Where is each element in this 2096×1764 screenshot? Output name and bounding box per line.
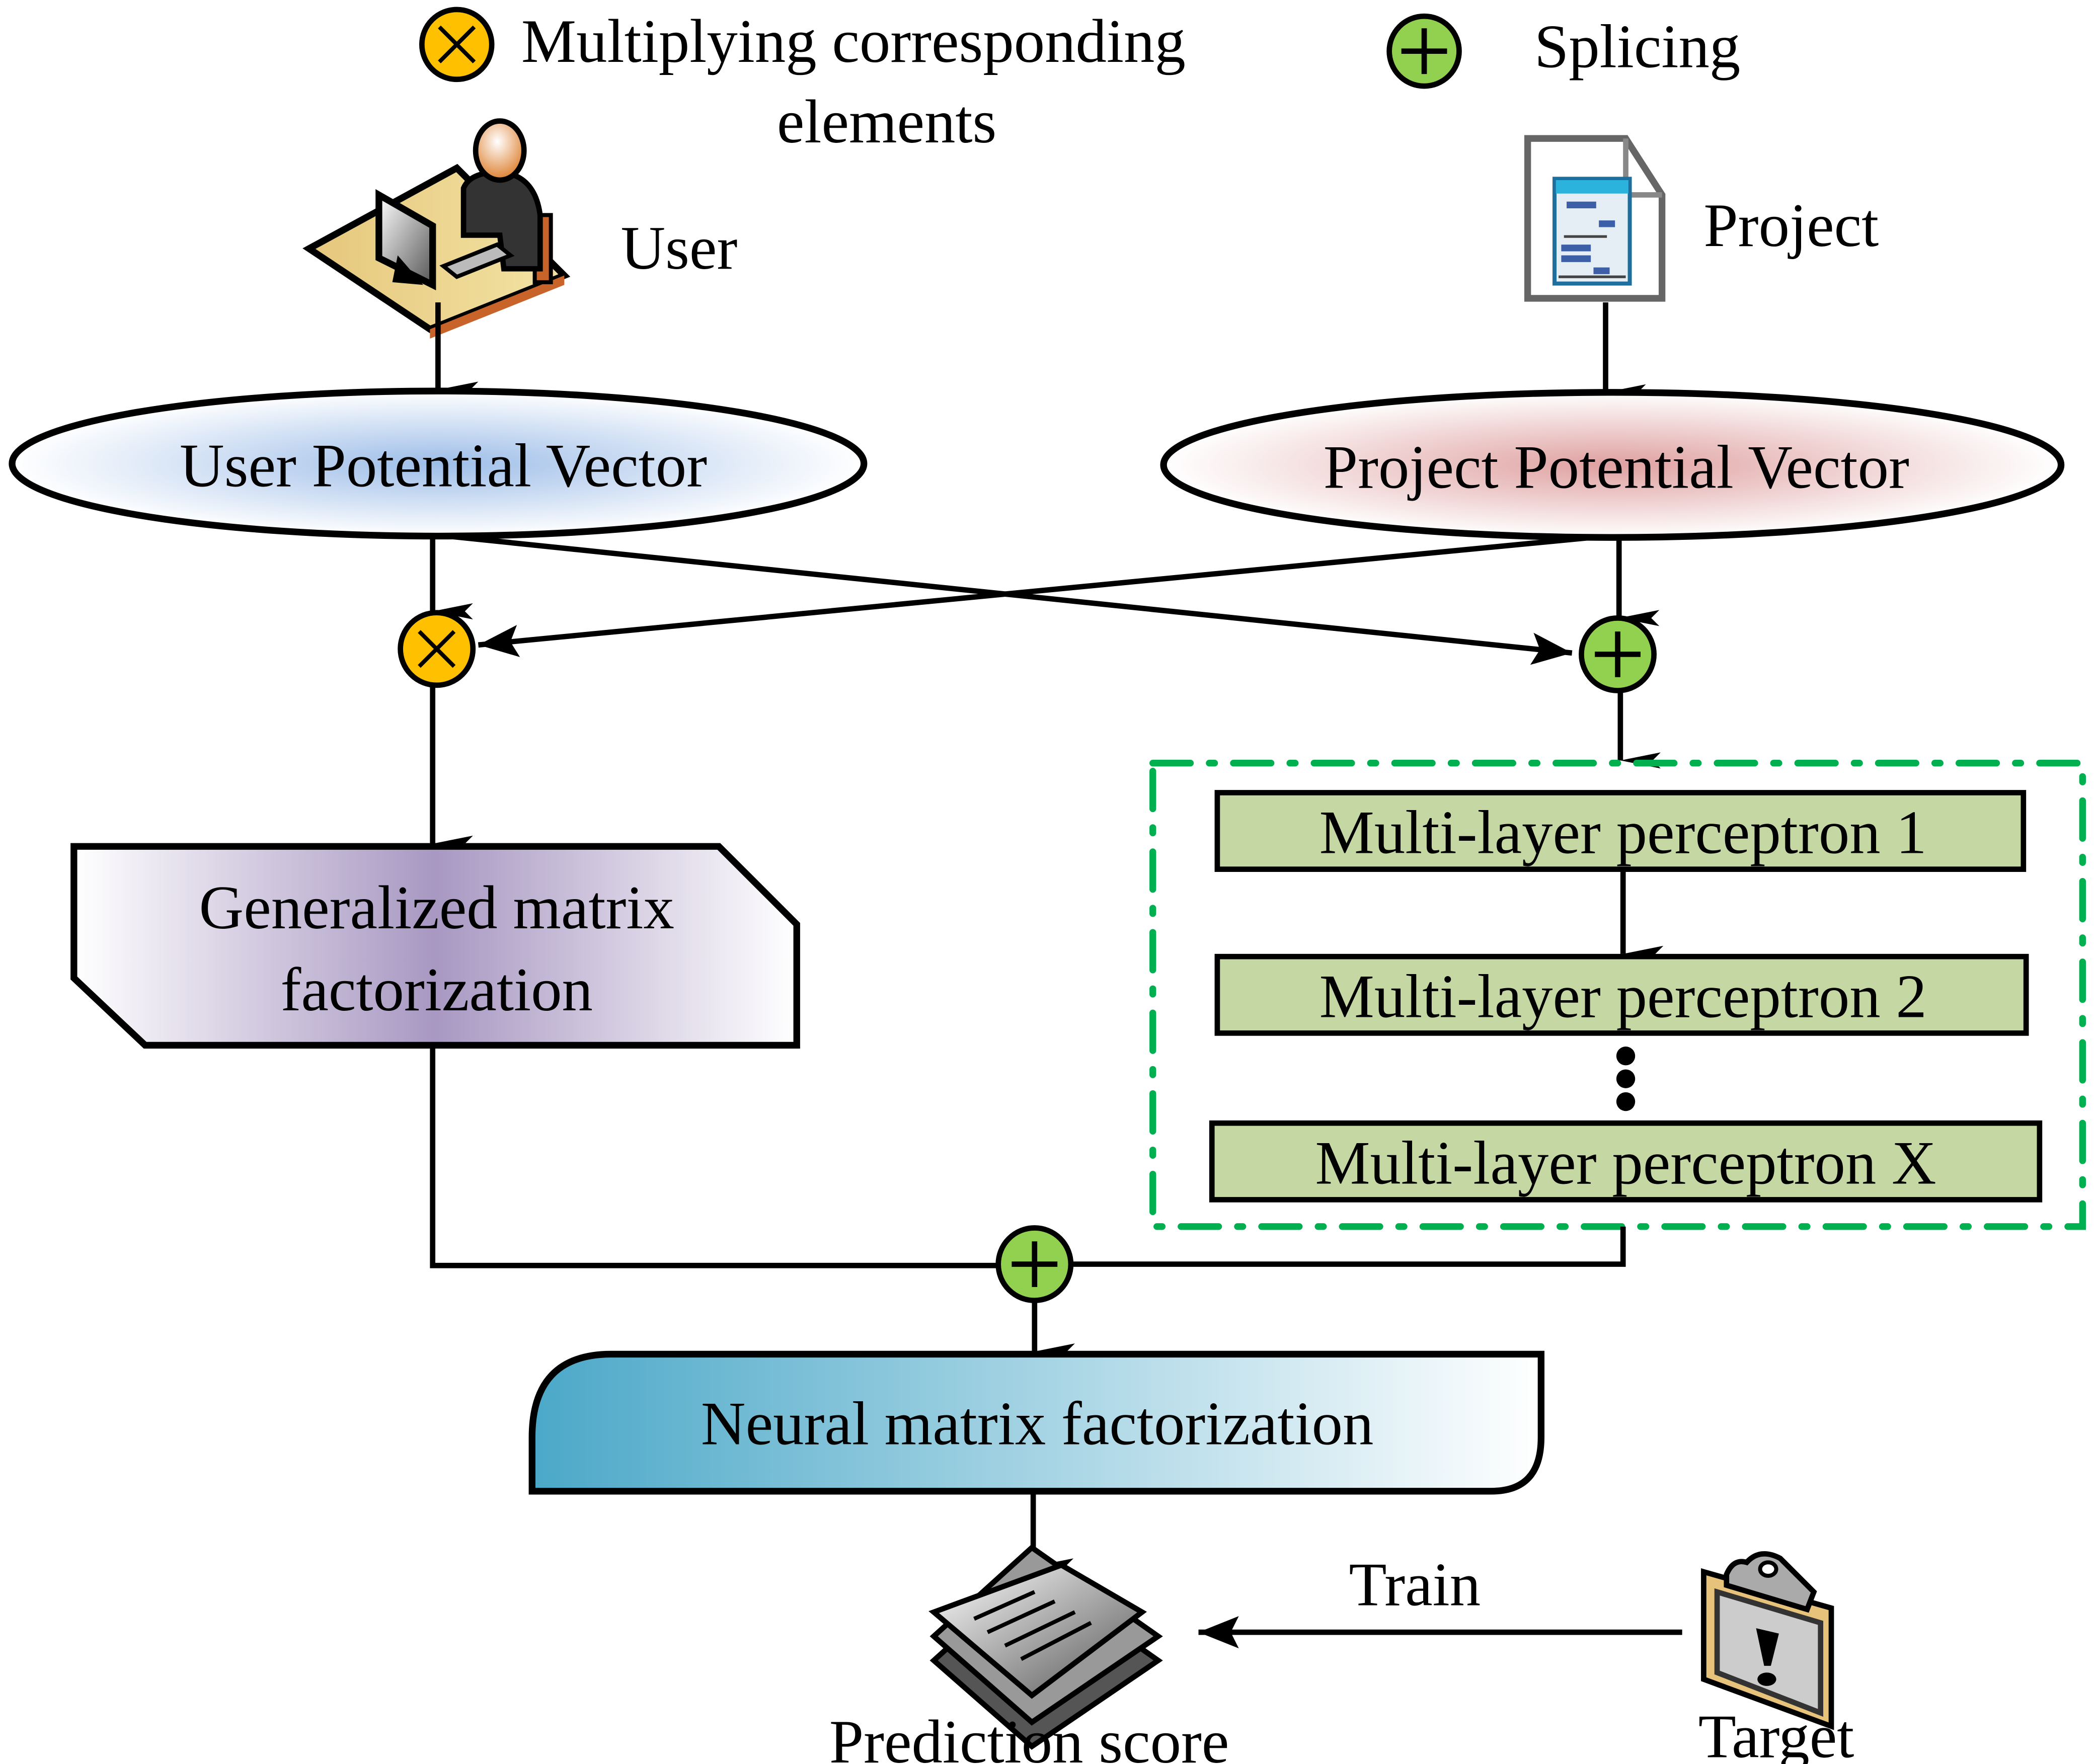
mlp-layer-2-label: Multi-layer perceptron 2 — [1319, 962, 1927, 1030]
project-label: Project — [1703, 191, 1879, 260]
train-label: Train — [1349, 1551, 1481, 1619]
user-potential-vector-label: User Potential Vector — [180, 432, 707, 500]
target-label: Target — [1698, 1702, 1854, 1764]
project-to-multiply-arrow — [478, 534, 1593, 657]
gmf-label-line1: Generalized matrix — [199, 873, 674, 942]
gmf-label-line2: factorization — [280, 955, 592, 1024]
gmf-node: Generalized matrix factorization — [70, 843, 800, 1049]
mlp-layer-1-label: Multi-layer perceptron 1 — [1319, 798, 1927, 867]
mlp-to-merge-line — [1072, 1226, 1626, 1267]
splice-operator-icon — [1579, 615, 1657, 693]
target-clipboard-icon — [1701, 1551, 1834, 1730]
mlp-layer-1: Multi-layer perceptron 1 — [1214, 790, 2027, 872]
prediction-score-label: Prediction score — [829, 1708, 1229, 1764]
project-potential-vector-label: Project Potential Vector — [1324, 433, 1909, 501]
project-document-icon — [1524, 135, 1666, 302]
splice-legend-label: Splicing — [1534, 13, 1740, 81]
prediction-documents-icon — [928, 1544, 1163, 1750]
multiply-legend-label-line2: elements — [777, 88, 996, 156]
user-at-computer-icon — [302, 118, 571, 339]
user-potential-vector-node: User Potential Vector — [9, 387, 868, 540]
gmf-to-merge-line — [430, 1045, 1000, 1268]
mlp-group-border — [1149, 760, 2086, 1230]
splice-legend-icon — [1386, 13, 1462, 89]
mlp-layer-x-label: Multi-layer perceptron X — [1315, 1129, 1936, 1197]
mlp-layer-2: Multi-layer perceptron 2 — [1214, 953, 2029, 1036]
neumf-label: Neural matrix factorization — [701, 1389, 1374, 1458]
multiply-legend-icon — [419, 7, 495, 83]
merge-splice-operator-icon — [995, 1225, 1074, 1304]
user-label: User — [620, 214, 737, 282]
mlp-ellipsis-icon — [1616, 1047, 1636, 1111]
neumf-node: Neural matrix factorization — [528, 1350, 1545, 1495]
legend: Multiplying corresponding elements Splic… — [419, 7, 1740, 156]
multiply-legend-label: Multiplying corresponding — [521, 7, 1186, 75]
project-potential-vector-node: Project Potential Vector — [1160, 389, 2065, 541]
multiply-operator-icon — [398, 610, 476, 688]
mlp-layer-x: Multi-layer perceptron X — [1209, 1120, 2043, 1202]
